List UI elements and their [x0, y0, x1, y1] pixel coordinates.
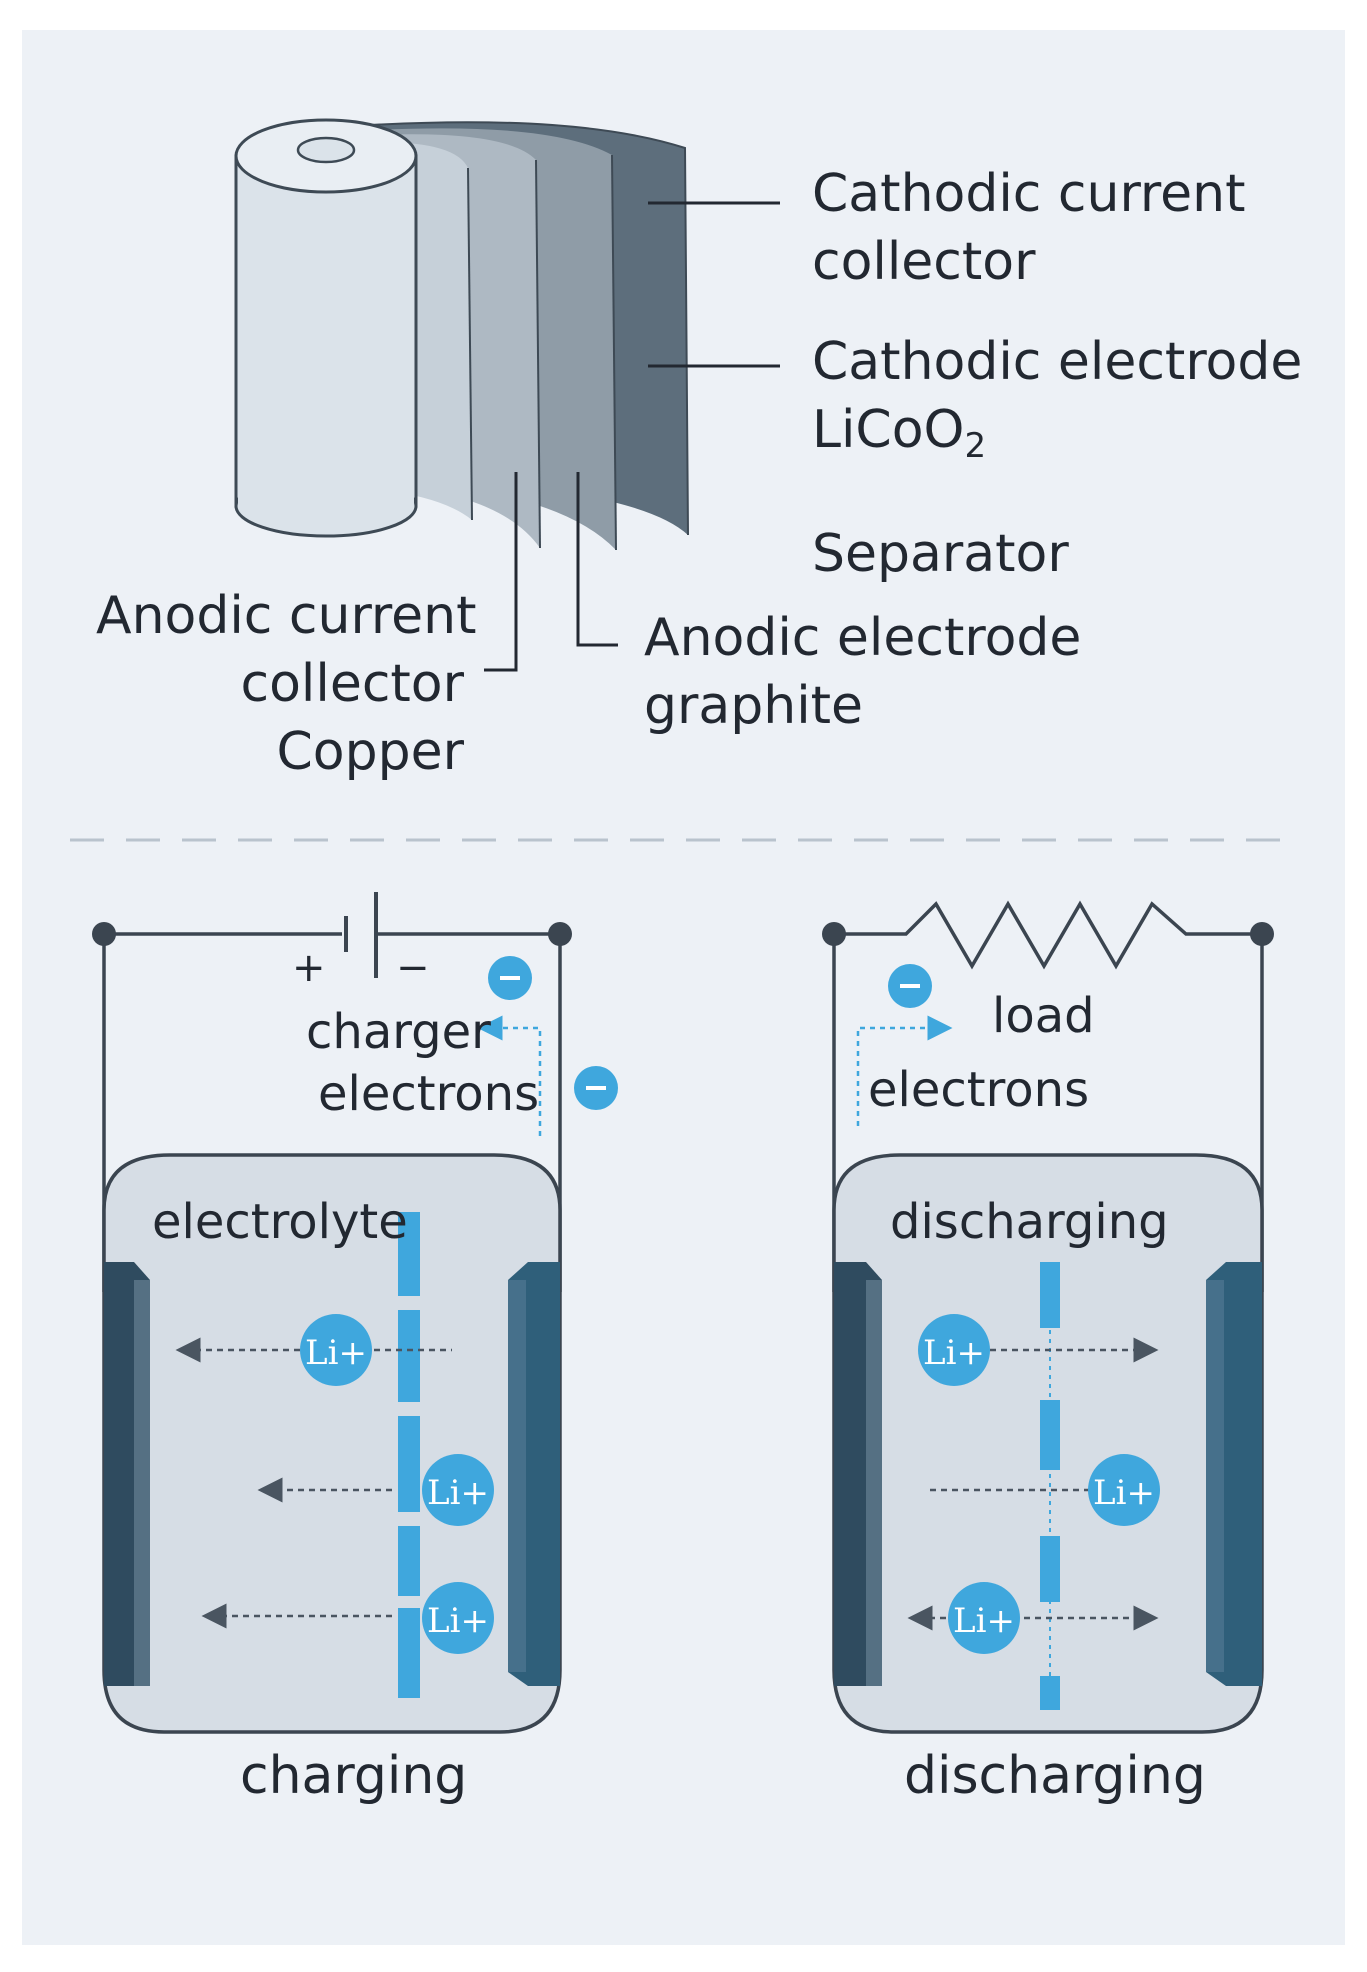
lithium-ion-icon: Li+	[422, 1454, 494, 1526]
cathodic-electrode-label: Cathodic electrode LiCoO2	[812, 328, 1302, 464]
terminal-dot	[548, 922, 572, 946]
anodic-collector-label: Anodic current collector Copper	[96, 582, 477, 786]
discharging-electrons-label: electrons	[868, 1062, 1090, 1118]
negative-terminal-label: −	[396, 945, 430, 991]
charging-cell: Li+ Li+ Li+	[92, 892, 618, 1734]
separator-label: Separator	[812, 524, 1069, 584]
leader-lines	[484, 201, 780, 672]
separator-membrane	[1040, 1262, 1060, 1710]
discharging-inside-label: discharging	[890, 1194, 1169, 1250]
positive-terminal-label: +	[292, 945, 326, 991]
lithium-ion-icon: Li+	[422, 1582, 494, 1654]
label-line: Cathodic current	[812, 164, 1246, 224]
lithium-ion-icon: Li+	[948, 1582, 1020, 1654]
electron-icon	[888, 964, 932, 1008]
charging-caption: charging	[240, 1746, 468, 1806]
cathodic-collector-label: Cathodic current collector	[812, 160, 1246, 296]
label-line: Cathodic electrode	[812, 332, 1303, 392]
electron-icon	[488, 956, 532, 1000]
formula-line: LiCoO2	[812, 396, 1302, 464]
load-label: load	[992, 988, 1095, 1044]
formula: LiCoO	[812, 400, 965, 460]
separator-membrane	[398, 1212, 420, 1698]
label-line: Anodic current	[96, 586, 477, 646]
ion-label: Li+	[1093, 1473, 1155, 1513]
ion-label: Li+	[427, 1473, 489, 1513]
terminal-dot	[92, 922, 116, 946]
label-line: graphite	[644, 676, 864, 736]
discharging-caption: discharging	[904, 1746, 1206, 1806]
lithium-ion-icon: Li+	[1088, 1454, 1160, 1526]
label-line: Anodic electrode	[644, 608, 1082, 668]
ion-label: Li+	[953, 1601, 1015, 1641]
discharging-cell: Li+ Li+ Li+	[822, 900, 1274, 1734]
lithium-ion-icon: Li+	[300, 1314, 372, 1386]
anodic-electrode-label: Anodic electrode graphite	[644, 604, 1081, 740]
label-line: Copper	[276, 722, 464, 782]
cylinder-hole	[296, 136, 356, 164]
terminal-dot	[1250, 922, 1274, 946]
charging-electrons-label: electrons	[318, 1066, 540, 1122]
electron-icon	[574, 1066, 618, 1110]
lithium-ion-icon: Li+	[918, 1314, 990, 1386]
ion-label: Li+	[427, 1601, 489, 1641]
electrolyte-label: electrolyte	[152, 1194, 408, 1250]
jelly-roll	[234, 118, 689, 551]
terminal-dot	[822, 922, 846, 946]
load-resistor	[832, 900, 1264, 1292]
label-line: collector	[240, 654, 464, 714]
formula-subscript: 2	[964, 426, 987, 466]
charger-label: charger	[306, 1004, 491, 1060]
ion-label: Li+	[305, 1333, 367, 1373]
ion-label: Li+	[923, 1333, 985, 1373]
label-line: collector	[812, 232, 1036, 292]
